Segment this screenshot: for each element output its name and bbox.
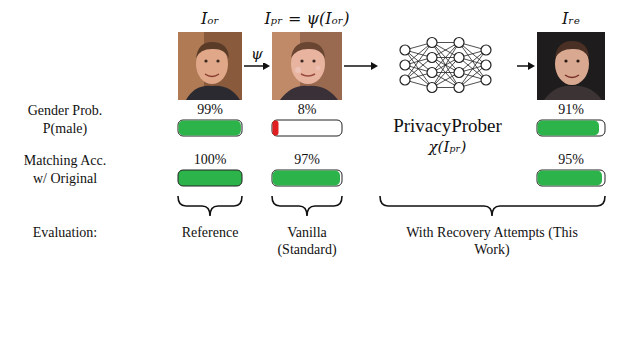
row-label: Matching Acc. [24,152,106,169]
arrow-shaft [244,65,263,67]
edge-label: ψ [249,45,265,63]
row-label: Gender Prob. [28,102,103,119]
module-name: PrivacyProber [380,114,515,137]
network-neuron [454,53,464,63]
network-neuron [454,68,464,78]
network-link [432,43,459,88]
network-neuron [400,75,410,85]
percent-value: 95% [558,151,584,168]
image-box: Iᵣₑ [537,32,605,100]
network-neuron [427,83,437,93]
column-label: Reference [182,224,239,241]
module-formula: χ(Iₚᵣ) [380,137,515,157]
network-neuron [454,83,464,93]
arrow-head [371,62,378,70]
neural-network-icon [400,38,491,93]
network-neuron [427,53,437,63]
network-neuron [427,68,437,78]
network-neuron [400,60,410,70]
image-symbol: Iₚᵣ = ψ(Iₒᵣ) [265,9,350,28]
image-symbol: Iᵣₑ [562,9,580,28]
network-neuron [454,38,464,48]
network-neuron [481,60,491,70]
arrow-shaft [517,65,528,67]
column-label: Vanilla (Standard) [264,224,350,258]
image-box: Iₚᵣ = ψ(Iₒᵣ) [272,32,342,100]
network-neuron [427,38,437,48]
arrow-shaft [344,65,371,67]
network-neuron [481,45,491,55]
percent-value: 97% [294,151,320,168]
percent-value: 100% [194,151,227,168]
face-photo-recovered [537,32,605,100]
percent-value: 91% [558,101,584,118]
arrow-head [263,62,270,70]
image-box: Iₒᵣ [178,32,242,100]
prober-box: PrivacyProberχ(Iₚᵣ) [380,30,515,157]
row-label: P(male) [43,120,87,137]
image-symbol: Iₒᵣ [201,9,219,28]
evaluation-label: Evaluation: [33,224,98,241]
probability-bars [178,120,605,186]
face-photo-protected [272,32,342,100]
row-label: w/ Original [33,170,97,187]
arrow-head [528,62,535,70]
percent-value: 8% [298,101,317,118]
network-link [432,43,459,88]
network-neuron [400,45,410,55]
percent-value: 99% [197,101,223,118]
grouping-braces [178,196,605,216]
flow-arrow [517,62,535,70]
network-neuron [481,75,491,85]
column-label: With Recovery Attempts (This Work) [402,224,582,258]
flow-arrow [244,62,270,70]
face-photo-original [178,32,242,100]
flow-arrow [344,62,378,70]
